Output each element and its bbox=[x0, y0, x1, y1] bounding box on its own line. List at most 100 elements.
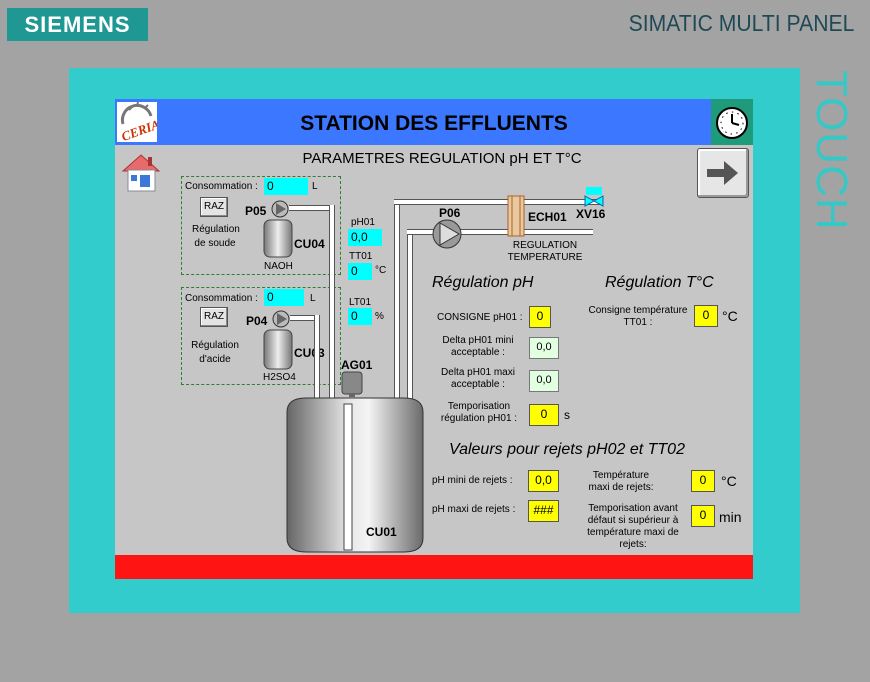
heat-exchanger-icon bbox=[507, 195, 525, 237]
delta-ph01-max-label: Delta pH01 maxi acceptable : bbox=[441, 367, 515, 390]
soude-group bbox=[181, 176, 341, 275]
next-page-button[interactable] bbox=[697, 148, 749, 198]
valve-xv16-label: XV16 bbox=[576, 207, 606, 221]
pipe bbox=[394, 199, 400, 401]
ceria-logo-icon: CERIA bbox=[119, 101, 162, 144]
temp-max-rejets-input[interactable]: 0 bbox=[691, 470, 715, 492]
pump-p04-label: P04 bbox=[246, 314, 268, 328]
tt01-unit: °C bbox=[375, 265, 387, 276]
pump-icon bbox=[271, 200, 289, 218]
tempo-rejets-unit: min bbox=[719, 509, 742, 525]
acide-unit: L bbox=[310, 293, 316, 304]
pipe bbox=[407, 229, 413, 401]
clock-button[interactable] bbox=[711, 99, 753, 145]
tempo-ph01-label: Temporisation régulation pH01 : bbox=[440, 401, 518, 424]
agitator-ag01-label: AG01 bbox=[341, 358, 373, 372]
consigne-ph01-input[interactable]: 0 bbox=[529, 306, 551, 328]
hmi-screen: STATION DES EFFLUENTS CERIA PARAMETRES R… bbox=[115, 99, 753, 579]
acide-group bbox=[181, 287, 341, 385]
acide-description: Régulation d'acide bbox=[191, 340, 239, 365]
consigne-tt01-unit: °C bbox=[722, 308, 738, 324]
tank-icon bbox=[263, 329, 293, 370]
alarm-bar bbox=[115, 555, 753, 579]
pipe bbox=[290, 315, 320, 321]
soude-description: Régulation de soude bbox=[192, 224, 240, 249]
pipe bbox=[394, 199, 584, 205]
regulation-temperature-label: REGULATION TEMPERATURE bbox=[507, 240, 583, 263]
delta-ph01-max-input[interactable]: 0,0 bbox=[529, 370, 559, 392]
regulation-ph-heading: Régulation pH bbox=[432, 274, 534, 291]
pump-p04[interactable] bbox=[272, 310, 290, 328]
regulation-temp-heading: Régulation T°C bbox=[605, 274, 714, 291]
touch-label: TOUCH bbox=[806, 70, 856, 260]
ceria-logo: CERIA bbox=[117, 101, 162, 144]
naoh-label: NAOH bbox=[264, 261, 293, 272]
page-title: STATION DES EFFLUENTS bbox=[300, 112, 568, 135]
tempo-ph01-input[interactable]: 0 bbox=[529, 404, 559, 426]
agitator-ag01 bbox=[341, 371, 363, 397]
lt01-label: LT01 bbox=[349, 297, 372, 308]
tank-cu01-label: CU01 bbox=[366, 525, 397, 539]
arrow-right-icon bbox=[707, 161, 738, 185]
delta-ph01-min-label: Delta pH01 mini acceptable : bbox=[442, 335, 514, 358]
pipe bbox=[527, 199, 601, 205]
home-icon bbox=[121, 154, 161, 192]
tank-cu03 bbox=[263, 328, 295, 370]
lt01-unit: % bbox=[375, 311, 384, 322]
soude-consumption-value: 0 bbox=[264, 178, 308, 195]
soude-raz-button[interactable]: RAZ bbox=[200, 197, 228, 217]
siemens-logo: SIEMENS bbox=[7, 8, 148, 41]
soude-unit: L bbox=[312, 181, 318, 192]
consigne-tt01-input[interactable]: 0 bbox=[694, 305, 718, 327]
ph-max-rejets-input[interactable]: ### bbox=[528, 500, 559, 522]
acide-consumption-value: 0 bbox=[264, 289, 304, 306]
consigne-tt01-label: Consigne température TT01 : bbox=[588, 305, 688, 328]
pipe bbox=[289, 205, 335, 211]
temp-max-rejets-unit: °C bbox=[721, 473, 737, 489]
pump-p06[interactable] bbox=[432, 219, 462, 249]
motor-icon bbox=[341, 371, 363, 397]
pipe bbox=[555, 229, 593, 235]
ph01-value: 0,0 bbox=[348, 229, 382, 246]
panel-model-label: SIMATIC MULTI PANEL bbox=[628, 10, 854, 36]
touch-text: TOUCH bbox=[807, 70, 856, 231]
tank-icon bbox=[263, 219, 293, 258]
valve-icon bbox=[584, 187, 604, 207]
svg-text:CERIA: CERIA bbox=[119, 116, 157, 142]
ph01-label: pH01 bbox=[351, 217, 375, 228]
page-subtitle: PARAMETRES REGULATION pH ET T°C bbox=[302, 150, 582, 167]
tempo-ph01-unit: s bbox=[564, 408, 570, 422]
tank-cu03-label: CU03 bbox=[294, 346, 325, 360]
pump-icon bbox=[272, 310, 290, 328]
exchanger-ech01-label: ECH01 bbox=[528, 210, 567, 224]
tempo-rejets-label: Temporisation avant défaut si supérieur … bbox=[587, 503, 679, 550]
pump-icon bbox=[432, 219, 462, 249]
acide-consumption-label: Consommation : bbox=[185, 293, 258, 304]
delta-ph01-min-input[interactable]: 0,0 bbox=[529, 337, 559, 359]
h2so4-label: H2SO4 bbox=[263, 372, 296, 383]
ph-max-rejets-label: pH maxi de rejets : bbox=[432, 504, 516, 515]
exchanger-ech01 bbox=[507, 195, 525, 237]
tank-icon bbox=[286, 397, 424, 553]
title-bar bbox=[115, 99, 753, 145]
pump-p05-label: P05 bbox=[245, 204, 267, 218]
tt01-label: TT01 bbox=[349, 251, 373, 262]
ph-min-rejets-input[interactable]: 0,0 bbox=[528, 470, 559, 492]
pipe bbox=[407, 229, 593, 235]
home-button[interactable] bbox=[119, 151, 163, 195]
acide-raz-button[interactable]: RAZ bbox=[200, 307, 228, 327]
pipe bbox=[314, 315, 320, 401]
temp-max-rejets-label: Température maxi de rejets: bbox=[588, 470, 654, 493]
pump-p05[interactable] bbox=[271, 200, 289, 218]
valve-xv16[interactable] bbox=[584, 187, 604, 207]
pump-p06-label: P06 bbox=[439, 206, 461, 220]
tank-cu01 bbox=[286, 396, 424, 554]
tempo-rejets-input[interactable]: 0 bbox=[691, 505, 715, 527]
pipe bbox=[329, 205, 335, 401]
rejets-heading: Valeurs pour rejets pH02 et TT02 bbox=[449, 441, 685, 458]
tank-cu04 bbox=[263, 218, 295, 258]
soude-consumption-label: Consommation : bbox=[185, 181, 258, 192]
tank-cu04-label: CU04 bbox=[294, 237, 325, 251]
ph-min-rejets-label: pH mini de rejets : bbox=[432, 475, 513, 486]
consigne-ph01-label: CONSIGNE pH01 : bbox=[437, 312, 523, 323]
